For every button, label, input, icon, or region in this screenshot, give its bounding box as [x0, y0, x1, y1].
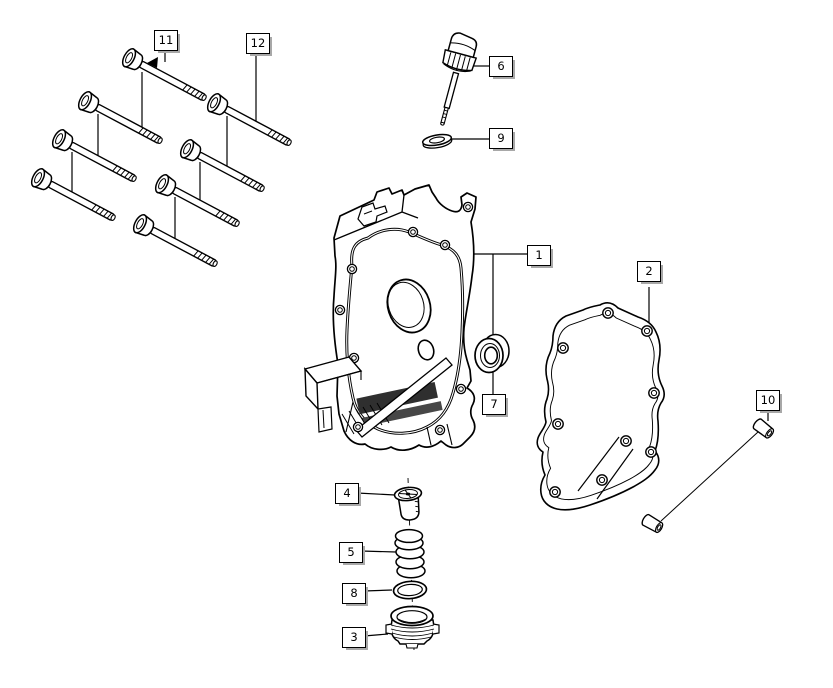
part-o-ring [392, 580, 428, 600]
callout-6[interactable]: 6 [489, 56, 513, 77]
callout-11[interactable]: 11 [154, 30, 178, 51]
callout-12[interactable]: 12 [246, 33, 270, 54]
callout-1[interactable]: 1 [527, 245, 551, 266]
callout-9[interactable]: 9 [489, 128, 513, 149]
part-oil-dipstick [440, 32, 478, 126]
part-strainer-cap [385, 605, 440, 649]
part-transmission-cover [303, 184, 477, 451]
part-oil-strainer [393, 486, 423, 521]
arrowhead [147, 57, 158, 68]
leader-lines [71, 50, 769, 637]
callout-3[interactable]: 3 [342, 627, 366, 648]
callout-8[interactable]: 8 [342, 583, 366, 604]
part-oil-seal [474, 333, 510, 374]
callout-2[interactable]: 2 [637, 261, 661, 282]
part-cover-screws [28, 46, 297, 274]
callout-4[interactable]: 4 [335, 483, 359, 504]
part-dowel-pins [639, 416, 776, 535]
part-strainer-spring [394, 528, 426, 579]
part-dipstick-washer [421, 133, 453, 149]
callout-10[interactable]: 10 [756, 390, 780, 411]
callout-7[interactable]: 7 [482, 394, 506, 415]
part-cover-gasket [536, 302, 665, 511]
callout-5[interactable]: 5 [339, 542, 363, 563]
